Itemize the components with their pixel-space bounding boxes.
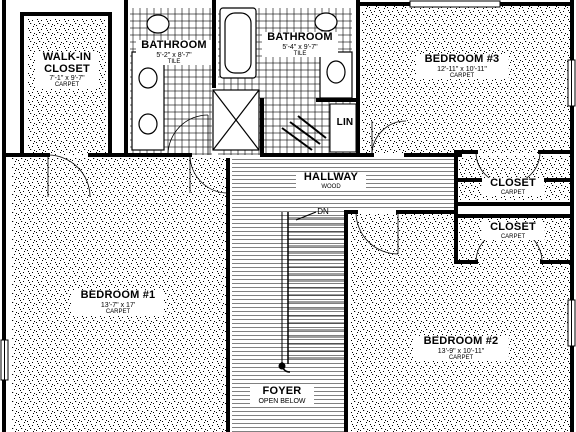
label-hallway: HALLWAY WOOD [296, 171, 366, 190]
walk-in-closet-name-2: CLOSET [44, 62, 90, 75]
label-linen: LIN [336, 117, 354, 129]
bathtub-inner [224, 12, 252, 74]
label-bedroom-2: BEDROOM #2 13'-9" x 10'-11" CARPET [414, 335, 508, 362]
label-closet-upper: CLOSET CARPET [482, 177, 544, 196]
bathroom-left-dims: 5'-2" x 8'-7" [156, 51, 192, 59]
hallway-name: HALLWAY [303, 171, 359, 183]
sink-left-lower [138, 113, 158, 135]
walk-in-closet-name: WALK-IN [42, 51, 92, 63]
bedroom-3-finish: CARPET [449, 72, 475, 79]
bathroom-left-finish: TILE [167, 58, 181, 65]
toilet-left [146, 14, 170, 34]
label-bedroom-1: BEDROOM #1 13'-7" x 17' CARPET [72, 289, 164, 316]
walk-in-closet-dims: 7'-1" x 9'-7" [49, 75, 85, 83]
label-bedroom-3: BEDROOM #3 12'-11" x 10'-11" CARPET [416, 53, 508, 80]
bathroom-mid-finish: TILE [293, 50, 307, 57]
bedroom-1-dims: 13'-7" x 17' [100, 301, 136, 309]
label-bathroom-mid: BATHROOM 5'-4" x 9'-7" TILE [262, 31, 338, 58]
windows [0, 0, 576, 381]
closet-lower-name: CLOSET [490, 221, 536, 233]
fixtures [131, 7, 353, 151]
bathroom-left-name: BATHROOM [141, 39, 207, 51]
label-walk-in-closet: WALK-IN CLOSET 7'-1" x 9'-7" CARPET [36, 51, 98, 89]
bedroom-2-name: BEDROOM #2 [423, 335, 499, 347]
toilet-mid [314, 12, 338, 32]
closet-upper-finish: CARPET [500, 189, 526, 196]
stair-treads [288, 217, 344, 359]
vanity-counter-left [131, 51, 165, 151]
label-bathroom-left: BATHROOM 5'-2" x 8'-7" TILE [136, 39, 212, 66]
foyer-name: FOYER [262, 385, 302, 397]
foyer-note: OPEN BELOW [258, 397, 306, 405]
label-foyer: FOYER OPEN BELOW [250, 385, 314, 405]
bedroom-1-name: BEDROOM #1 [80, 289, 156, 301]
bedroom-2-dims: 13'-9" x 10'-11" [437, 347, 485, 355]
linen-closet [281, 103, 357, 153]
bedroom-2-finish: CARPET [448, 354, 474, 361]
bathroom-mid-name: BATHROOM [267, 31, 333, 43]
sink-mid [326, 60, 346, 84]
stair-dn: DN [317, 207, 329, 216]
hallway-finish: WOOD [321, 183, 341, 190]
closet-lower-finish: CARPET [500, 233, 526, 240]
bathroom-mid-dims: 5'-4" x 9'-7" [282, 43, 318, 51]
linen-name: LIN [336, 117, 354, 128]
label-closet-lower: CLOSET CARPET [482, 221, 544, 240]
walk-in-closet-finish: CARPET [54, 82, 80, 89]
sink-left-upper [138, 67, 158, 89]
bedroom-3-name: BEDROOM #3 [424, 53, 500, 65]
label-dn: DN [314, 207, 332, 216]
bedroom-1-finish: CARPET [105, 308, 131, 315]
window-top-bed3 [409, 0, 501, 8]
bedroom-3-floor [362, 6, 572, 154]
closet-upper-name: CLOSET [490, 177, 536, 189]
bedroom-3-dims: 12'-11" x 10'-11" [437, 65, 487, 73]
